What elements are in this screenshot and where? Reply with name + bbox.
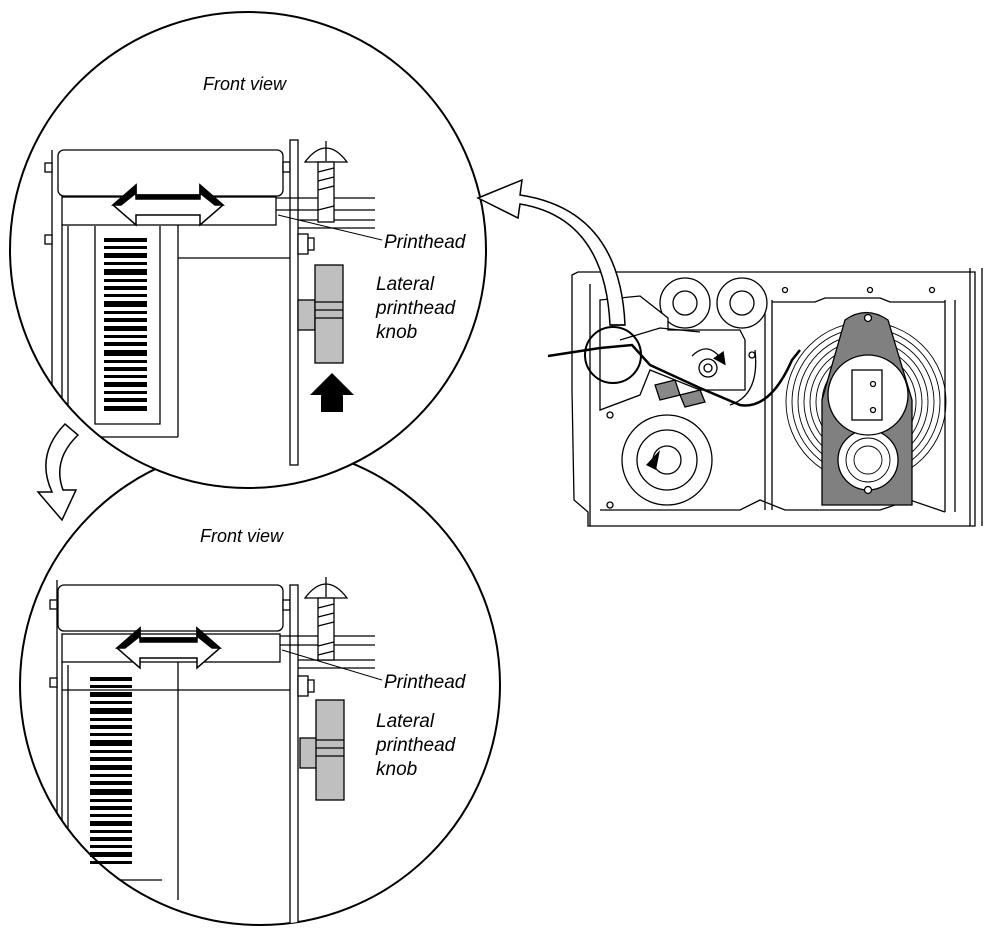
curved-arrow-icon <box>36 422 80 522</box>
platen-roller <box>57 149 284 197</box>
screw-icon <box>303 141 349 223</box>
lateral-printhead-knob <box>299 699 345 801</box>
upper-view-title: Front view <box>203 74 287 94</box>
platen-roller <box>57 584 284 632</box>
upper-detail-view: Front view Printhead Lateral printhead k… <box>9 11 487 489</box>
barcode <box>90 677 132 864</box>
side-plate <box>289 584 299 925</box>
lower-view-title: Front view <box>200 526 284 546</box>
printer-mechanism <box>547 268 983 527</box>
barcode <box>104 238 147 411</box>
lower-knob-label-line-2: printhead <box>375 735 457 756</box>
lower-printhead-label: Printhead <box>384 672 467 693</box>
double-arrow-icon <box>110 183 226 227</box>
upper-knob-label-line-3: knob <box>376 322 417 343</box>
screw-icon <box>303 577 349 661</box>
upper-knob-label-line-1: Lateral <box>376 274 435 295</box>
rotation-arrow-icon <box>691 348 726 366</box>
lateral-printhead-knob <box>297 264 344 364</box>
upper-knob-label-line-2: printhead <box>375 298 457 319</box>
double-arrow-icon <box>114 626 223 670</box>
side-plate <box>289 139 299 466</box>
upper-printhead-label: Printhead <box>384 232 467 253</box>
lower-knob-label-line-1: Lateral <box>376 711 435 732</box>
up-arrow-icon <box>310 373 354 412</box>
detail-magnifier-circle <box>584 326 642 384</box>
curved-arrow-icon <box>476 178 626 326</box>
lower-detail-view: Front view Printhead Lateral printhead k… <box>19 444 501 926</box>
lower-knob-label-line-3: knob <box>376 759 417 780</box>
